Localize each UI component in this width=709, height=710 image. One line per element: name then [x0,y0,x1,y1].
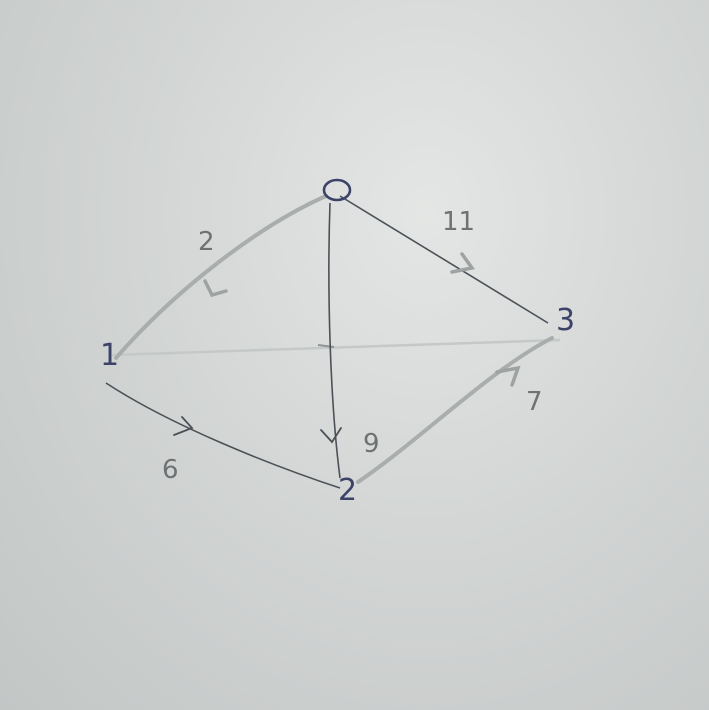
edge-0-2: 9 [320,202,380,479]
arrow-icon [173,416,194,436]
arrow-icon [320,427,342,444]
edge-weight-0-2: 9 [363,429,380,459]
edge-0-3: 11 [339,195,549,324]
node-0 [322,178,352,202]
arrow-icon [450,252,475,274]
edge-weight-0-3: 11 [442,207,475,237]
node-3-label: 3 [556,303,575,338]
node-1: 1 [100,338,119,373]
edge-1-2: 6 [105,382,341,489]
node-1-label: 1 [100,338,119,373]
node-2-label: 2 [338,473,357,508]
edge-weight-1-2: 6 [162,455,179,485]
node-2: 2 [338,473,357,508]
faint-mark [317,344,335,348]
node-circle [322,178,352,202]
edge-2-3: 7 [356,336,554,484]
arrow-icon [203,279,228,298]
arrow-icon [495,365,521,387]
edge-0-1: 2 [114,194,328,360]
node-3: 3 [556,303,575,338]
edge-weight-0-1: 2 [198,227,215,257]
edge-weight-2-3: 7 [526,387,543,417]
faint-line [111,338,561,357]
